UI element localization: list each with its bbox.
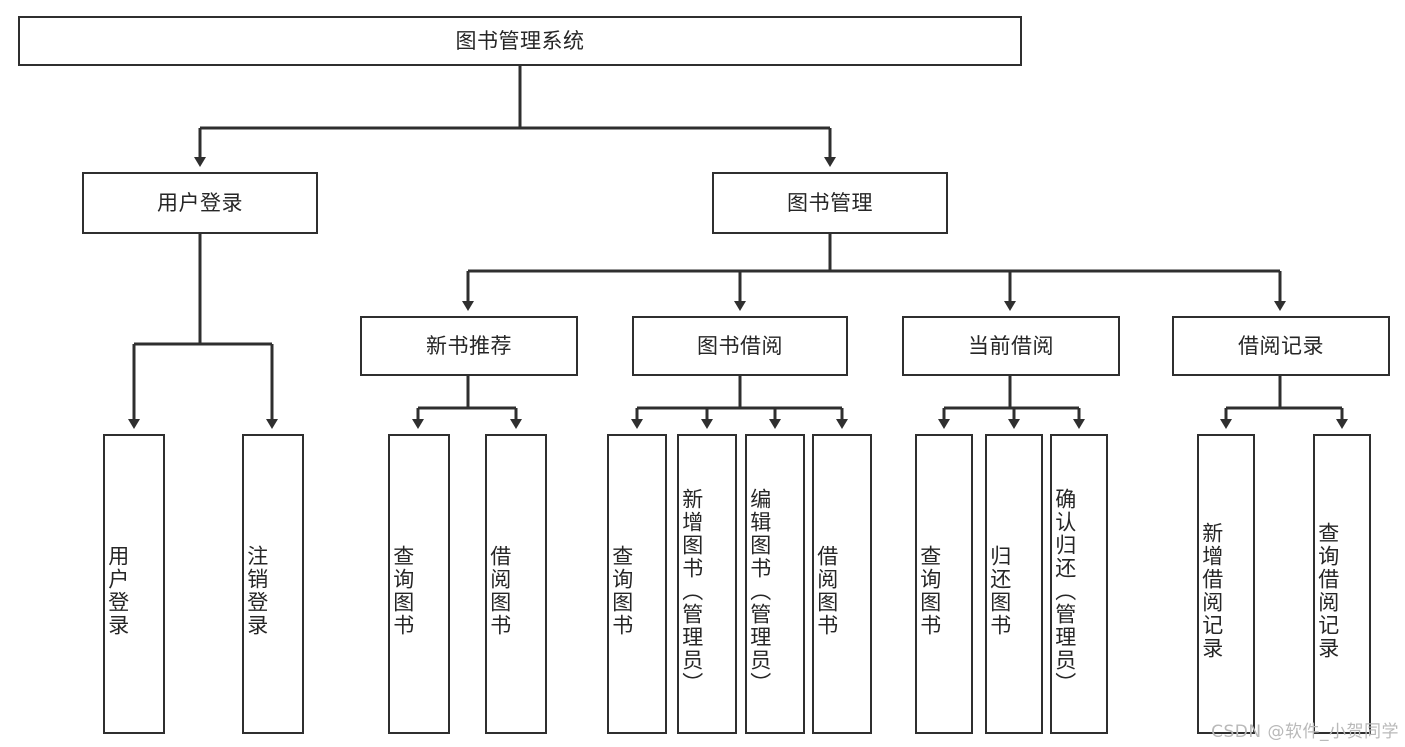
node-label: 查询图书	[917, 545, 942, 637]
node-leaf-query-book-2[interactable]: 查询图书	[607, 434, 667, 734]
node-label: 用户登录	[157, 190, 243, 215]
node-book-management[interactable]: 图书管理	[712, 172, 948, 234]
node-leaf-user-login[interactable]: 用户登录	[103, 434, 165, 734]
node-label: 新书推荐	[426, 333, 512, 358]
node-label: 图书借阅	[697, 333, 783, 358]
node-leaf-logout-login[interactable]: 注销登录	[242, 434, 304, 734]
node-label: 图书管理系统	[455, 28, 585, 53]
csdn-watermark: CSDN @软件_小贺同学	[1211, 722, 1399, 742]
node-user-login[interactable]: 用户登录	[82, 172, 318, 234]
node-leaf-return-book[interactable]: 归还图书	[985, 434, 1043, 734]
node-current-borrow[interactable]: 当前借阅	[902, 316, 1120, 376]
node-leaf-add-book-admin[interactable]: 新增图书（管理员）	[677, 434, 737, 734]
node-label: 查询图书	[390, 545, 415, 637]
node-leaf-add-borrow-record[interactable]: 新增借阅记录	[1197, 434, 1255, 734]
node-label: 借阅图书	[814, 545, 839, 637]
node-label: 注销登录	[244, 545, 269, 637]
node-label: 编辑图书（管理员）	[747, 487, 772, 695]
node-label: 借阅图书	[487, 545, 512, 637]
node-leaf-borrow-book-2[interactable]: 借阅图书	[812, 434, 872, 734]
node-leaf-query-book-3[interactable]: 查询图书	[915, 434, 973, 734]
node-book-borrow[interactable]: 图书借阅	[632, 316, 848, 376]
node-leaf-query-borrow-record[interactable]: 查询借阅记录	[1313, 434, 1371, 734]
node-label: 确认归还（管理员）	[1052, 487, 1077, 695]
node-label: 查询借阅记录	[1315, 522, 1340, 660]
node-label: 借阅记录	[1238, 333, 1324, 358]
node-borrow-record[interactable]: 借阅记录	[1172, 316, 1390, 376]
node-leaf-query-book-1[interactable]: 查询图书	[388, 434, 450, 734]
node-leaf-confirm-return-admin[interactable]: 确认归还（管理员）	[1050, 434, 1108, 734]
node-label: 查询图书	[609, 545, 634, 637]
node-label: 图书管理	[787, 190, 873, 215]
node-label: 用户登录	[105, 545, 130, 637]
edges-root	[128, 66, 1348, 429]
node-new-book-recommend[interactable]: 新书推荐	[360, 316, 578, 376]
node-leaf-borrow-book-1[interactable]: 借阅图书	[485, 434, 547, 734]
node-label: 归还图书	[987, 545, 1012, 637]
node-leaf-edit-book-admin[interactable]: 编辑图书（管理员）	[745, 434, 805, 734]
node-book-management-system[interactable]: 图书管理系统	[18, 16, 1022, 66]
node-label: 新增借阅记录	[1199, 522, 1224, 660]
node-label: 新增图书（管理员）	[679, 487, 704, 695]
node-label: 当前借阅	[968, 333, 1054, 358]
